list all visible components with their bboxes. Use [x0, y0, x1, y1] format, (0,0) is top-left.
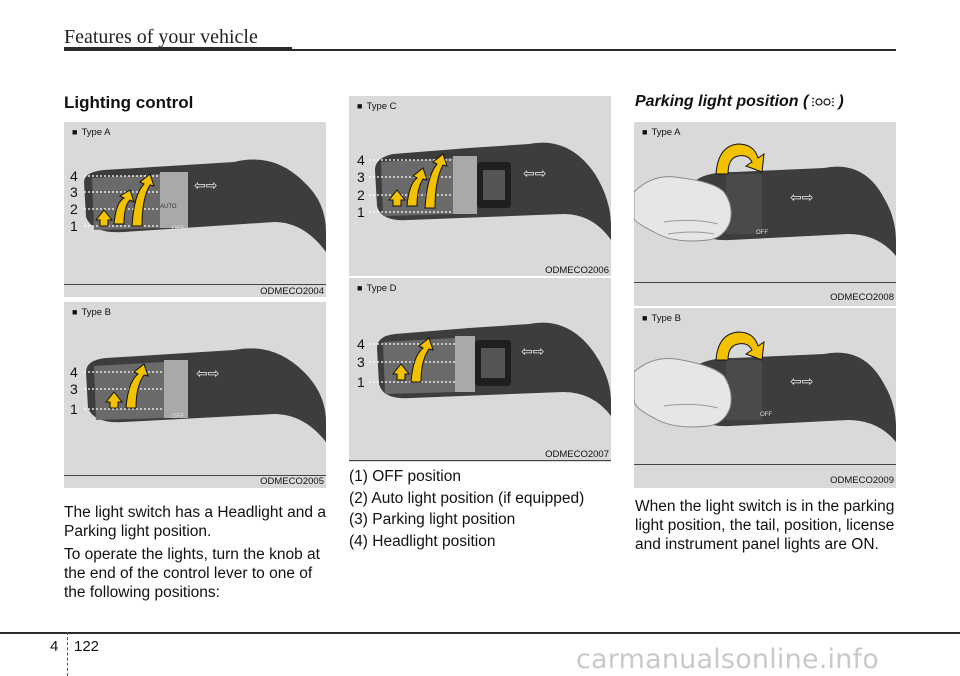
footer-divider: [67, 632, 68, 676]
svg-text:⇦⇨: ⇦⇨: [523, 166, 546, 182]
page-header-title: Features of your vehicle: [64, 26, 258, 48]
figure-code: ODMECO2004: [260, 286, 324, 297]
position-number: 1: [70, 401, 78, 417]
figure-caption-rule: [634, 282, 896, 283]
position-number: 3: [70, 381, 78, 397]
position-number: 4: [357, 336, 365, 352]
svg-text:⇦⇨: ⇦⇨: [790, 374, 813, 390]
figure-caption-rule: [64, 284, 326, 285]
header-rule-thick: [64, 47, 292, 51]
position-number: 2: [357, 187, 365, 203]
off-label: OFF: [172, 414, 184, 420]
figure-type-label: ■Type B: [72, 307, 112, 318]
figure-type-a-lever: ■Type A AUTO OFF ⇦⇨ 4 3 2 1 ODMECO2004: [64, 122, 326, 297]
paragraph: To operate the lights, turn the knob at …: [64, 546, 320, 601]
figure-type-label: ■Type C: [357, 101, 397, 112]
chapter-number: 4: [50, 638, 59, 655]
lighting-description: The light switch has a Headlight and a P…: [64, 503, 328, 606]
figure-type-label: ■Type B: [642, 313, 682, 324]
paragraph: The light switch has a Headlight and a P…: [64, 504, 326, 540]
parking-light-description: When the light switch is in the parking …: [635, 497, 897, 558]
figure-type-label: ■Type A: [642, 127, 681, 138]
figure-type-b-lever: ■Type B OFF ⇦⇨ 4 3 1 ODMECO2005: [64, 302, 326, 488]
figure-code: ODMECO2008: [830, 292, 894, 303]
figure-parking-type-a: ■Type A ⇦⇨ OFF ODMECO2008: [634, 122, 896, 306]
figure-type-d-lever: ■Type D ⇦⇨ 4 3 1 ODMECO2007: [349, 278, 611, 462]
position-number: 3: [70, 184, 78, 200]
svg-text:⇦⇨: ⇦⇨: [521, 344, 544, 360]
off-label: OFF: [760, 412, 772, 418]
position-number: 2: [70, 201, 78, 217]
section-title-lighting-control: Lighting control: [64, 93, 194, 112]
list-item: (1) OFF position: [349, 468, 461, 485]
hand-on-lever-illustration: ⇦⇨ OFF: [634, 331, 896, 442]
parking-light-icon: [812, 97, 835, 107]
page-number: 122: [74, 638, 100, 655]
footer-rule: [0, 632, 960, 634]
list-item: (2) Auto light position (if equipped): [349, 489, 585, 507]
list-item: (4) Headlight position: [349, 532, 496, 550]
figure-code: ODMECO2006: [545, 265, 609, 276]
section-title-parking-light: Parking light position ( ): [635, 93, 844, 110]
figure-caption-rule: [349, 460, 611, 461]
figure-parking-type-b: ■Type B ⇦⇨ OFF ODMECO2009: [634, 308, 896, 488]
position-number: 1: [70, 218, 78, 234]
svg-text:⇦⇨: ⇦⇨: [196, 366, 219, 382]
svg-text:⇦⇨: ⇦⇨: [194, 178, 217, 194]
position-number: 1: [357, 204, 365, 220]
hand-on-lever-illustration: ⇦⇨ OFF: [634, 143, 896, 256]
figure-type-label: ■Type A: [72, 127, 111, 138]
position-number: 4: [357, 152, 365, 168]
off-label: OFF: [172, 226, 184, 232]
lever-illustration: ⇦⇨ 4 3 1: [357, 322, 611, 416]
watermark: carmanualsonline.info: [576, 644, 879, 675]
figure-caption-rule: [64, 475, 326, 476]
figure-type-c-lever: ■Type C ⇦⇨ 4 3 2 1 ODMECO2006: [349, 96, 611, 276]
list-item: (3) Parking light position: [349, 511, 516, 528]
figure-type-label: ■Type D: [357, 283, 397, 294]
lever-illustration: OFF ⇦⇨ 4 3 1: [70, 348, 326, 442]
light-positions-list: (1) OFF position (2) Auto light position…: [349, 466, 584, 552]
figure-code: ODMECO2009: [830, 475, 894, 486]
lever-illustration: ⇦⇨ 4 3 2 1: [357, 142, 611, 240]
figure-code: ODMECO2005: [260, 476, 324, 487]
paragraph: When the light switch is in the parking …: [635, 498, 895, 553]
position-number: 3: [357, 354, 365, 370]
header-rule-thin: [292, 49, 896, 51]
lever-illustration: AUTO OFF ⇦⇨ 4 3 2 1: [70, 159, 326, 252]
position-number: 4: [70, 168, 78, 184]
auto-label: AUTO: [160, 204, 177, 210]
position-number: 4: [70, 364, 78, 380]
off-label: OFF: [756, 230, 768, 236]
position-number: 1: [357, 374, 365, 390]
position-number: 3: [357, 169, 365, 185]
figure-code: ODMECO2007: [545, 449, 609, 460]
figure-caption-rule: [634, 464, 896, 465]
svg-text:⇦⇨: ⇦⇨: [790, 190, 813, 206]
